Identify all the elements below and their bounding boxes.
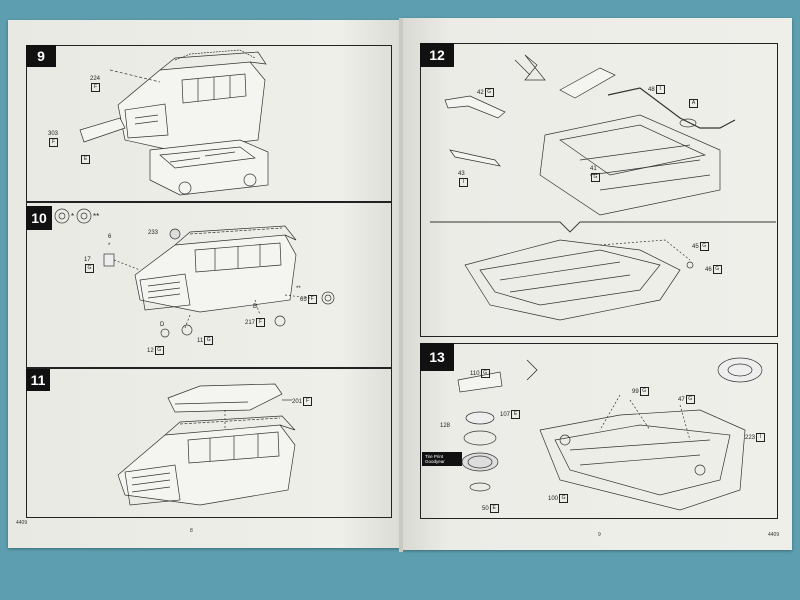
step-11-panel [26,367,392,518]
step-10-drawing [54,208,335,338]
right-page-code: 4409 [768,532,780,538]
step-10-mark-single: * [71,212,75,221]
divider [26,201,392,203]
step-13-drawing [457,357,763,511]
step-13-number: 13 [420,343,454,371]
step-12-drawing [430,54,776,321]
part-label: E [80,155,90,164]
step-11-number: 11 [26,369,50,391]
part-label: 128 [440,423,451,429]
step-12-panel [420,43,778,337]
step-10-number: 10 [26,206,52,230]
right-page-number: 9 [598,532,601,538]
step-11-drawing [117,383,296,506]
part-label: B [253,304,258,310]
left-page-number: 8 [190,528,193,534]
part-label: ** [296,286,301,292]
left-page-code: 4409 [16,520,28,526]
part-label: D [160,322,165,328]
page-gutter [399,18,403,552]
step-9-number: 9 [26,45,56,67]
part-label: 233 [148,230,159,236]
divider [26,367,392,369]
step-13-panel [420,343,778,519]
step-12-number: 12 [420,43,454,67]
part-label: A [688,99,698,108]
step-9-drawing [79,49,269,196]
step-9-panel [26,45,392,203]
tire-print-callout: Tire Print Goodyear [422,452,462,466]
part-label: 6 [108,234,112,240]
step-10-mark-double: ** [93,212,100,221]
part-label: * [108,243,111,249]
